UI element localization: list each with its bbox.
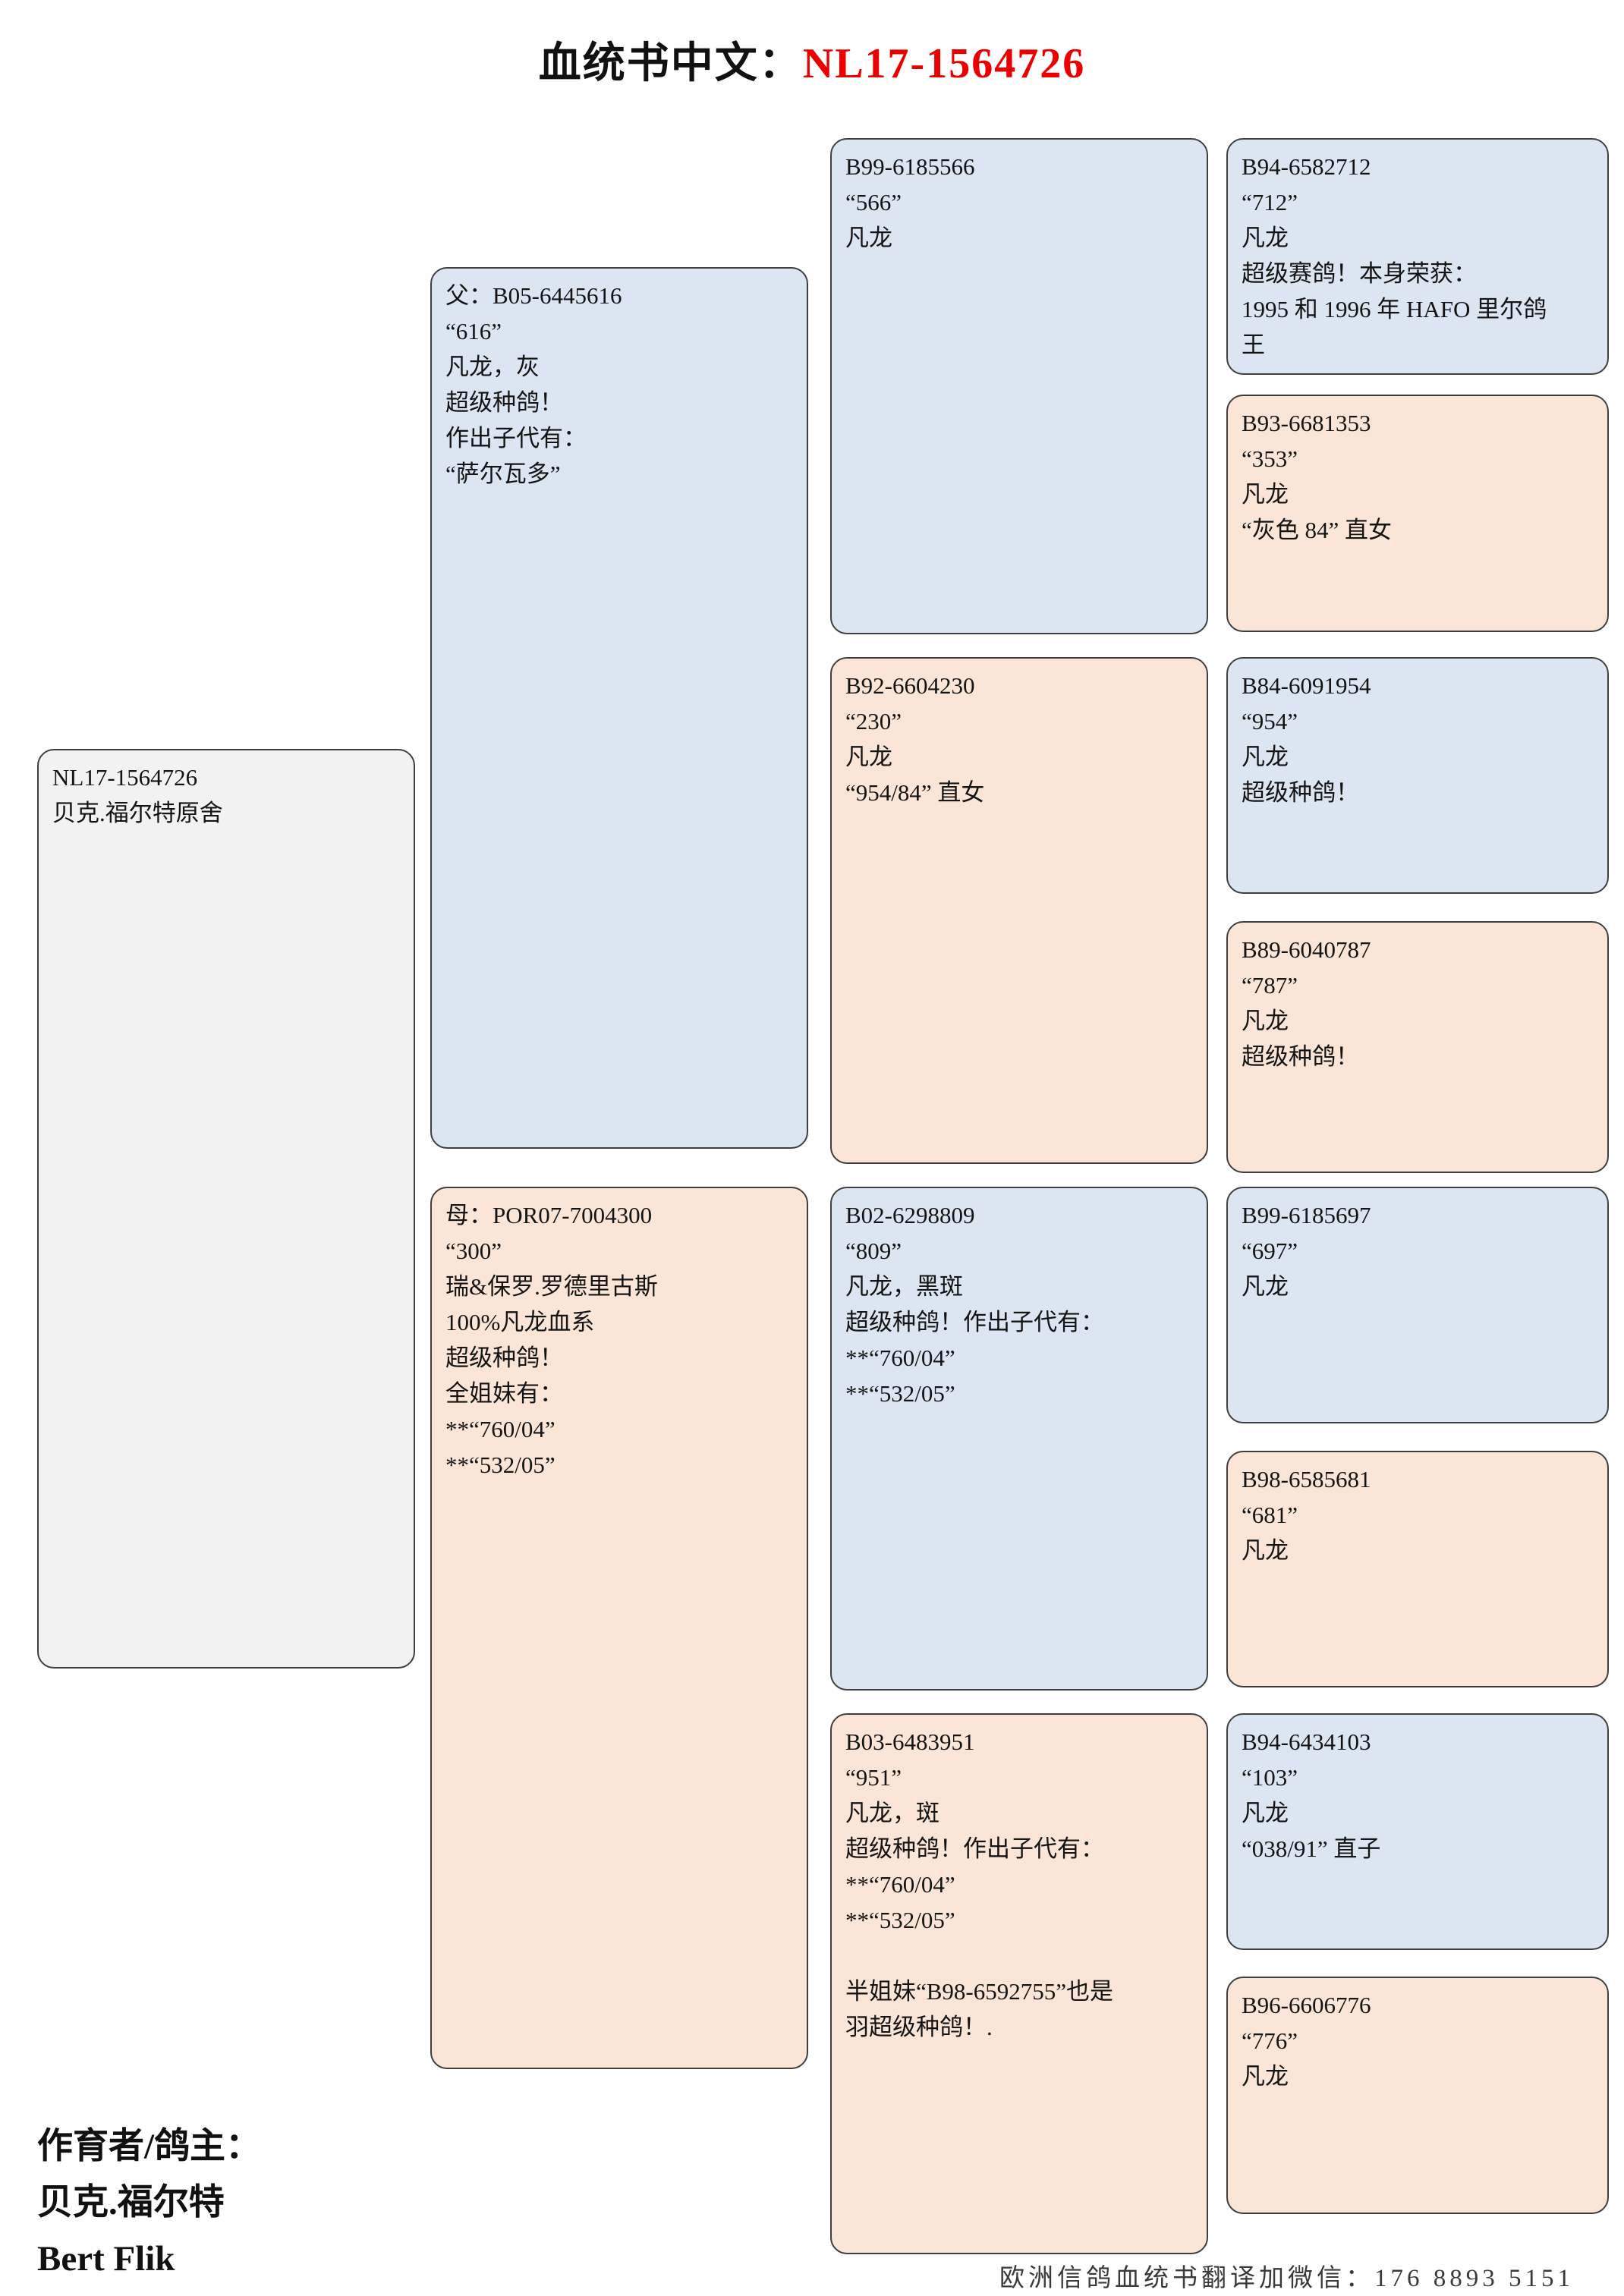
great-grandparent-6-box: B98-6585681 “681” 凡龙 [1226,1451,1609,1687]
great-grandparent-2-text: B93-6681353 “353” 凡龙 “灰色 84” 直女 [1242,410,1393,543]
grandfather-maternal-text: B02-6298809 “809” 凡龙，黑斑 超级种鸽！作出子代有： **“7… [845,1202,1104,1407]
great-grandparent-7-box: B94-6434103 “103” 凡龙 “038/91” 直子 [1226,1713,1609,1950]
grandfather-paternal-box: B99-6185566 “566” 凡龙 [830,138,1208,634]
great-grandparent-3-text: B84-6091954 “954” 凡龙 超级种鸽！ [1242,672,1371,806]
title-prefix: 血统书中文： [538,40,803,87]
great-grandparent-5-text: B99-6185697 “697” 凡龙 [1242,1202,1371,1300]
breeder-name-cn: 贝克.福尔特 [37,2183,225,2222]
breeder-label: 作育者/鸽主： [37,2127,262,2166]
great-grandparent-7-text: B94-6434103 “103” 凡龙 “038/91” 直子 [1242,1728,1381,1862]
grandmother-paternal-text: B92-6604230 “230” 凡龙 “954/84” 直女 [845,672,985,806]
grandfather-paternal-text: B99-6185566 “566” 凡龙 [845,153,975,251]
great-grandparent-3-box: B84-6091954 “954” 凡龙 超级种鸽！ [1226,657,1609,894]
mother-box: 母：POR07-7004300 “300” 瑞&保罗.罗德里古斯 100%凡龙血… [430,1187,808,2069]
title-pigeon-id: NL17-1564726 [802,40,1086,87]
great-grandparent-8-box: B96-6606776 “776” 凡龙 [1226,1977,1609,2214]
great-grandparent-6-text: B98-6585681 “681” 凡龙 [1242,1466,1371,1564]
great-grandparent-1-text: B94-6582712 “712” 凡龙 超级赛鸽！本身荣获： 1995 和 1… [1242,153,1547,358]
subject-text: NL17-1564726 贝克.福尔特原舍 [52,764,223,826]
grandmother-maternal-box: B03-6483951 “951” 凡龙，斑 超级种鸽！作出子代有： **“76… [830,1713,1208,2254]
contact-note: 欧洲信鸽血统书翻译加微信：176 8893 5151 [999,2265,1574,2292]
subject-box: NL17-1564726 贝克.福尔特原舍 [37,749,415,1669]
grandfather-maternal-box: B02-6298809 “809” 凡龙，黑斑 超级种鸽！作出子代有： **“7… [830,1187,1208,1691]
grandmother-paternal-box: B92-6604230 “230” 凡龙 “954/84” 直女 [830,657,1208,1164]
great-grandparent-5-box: B99-6185697 “697” 凡龙 [1226,1187,1609,1423]
great-grandparent-8-text: B96-6606776 “776” 凡龙 [1242,1992,1371,2090]
page-title: 血统书中文：NL17-1564726 [0,29,1624,90]
father-box: 父：B05-6445616 “616” 凡龙，灰 超级种鸽！ 作出子代有： “萨… [430,267,808,1149]
breeder-info: 作育者/鸽主： 贝克.福尔特 Bert Flik [37,2118,261,2287]
great-grandparent-2-box: B93-6681353 “353” 凡龙 “灰色 84” 直女 [1226,395,1609,632]
great-grandparent-4-box: B89-6040787 “787” 凡龙 超级种鸽！ [1226,921,1609,1173]
breeder-name-en: Bert Flik [37,2239,175,2279]
mother-text: 母：POR07-7004300 “300” 瑞&保罗.罗德里古斯 100%凡龙血… [445,1202,658,1478]
father-text: 父：B05-6445616 “616” 凡龙，灰 超级种鸽！ 作出子代有： “萨… [445,282,622,487]
great-grandparent-1-box: B94-6582712 “712” 凡龙 超级赛鸽！本身荣获： 1995 和 1… [1226,138,1609,375]
grandmother-maternal-text: B03-6483951 “951” 凡龙，斑 超级种鸽！作出子代有： **“76… [845,1728,1114,2040]
great-grandparent-4-text: B89-6040787 “787” 凡龙 超级种鸽！ [1242,936,1371,1070]
